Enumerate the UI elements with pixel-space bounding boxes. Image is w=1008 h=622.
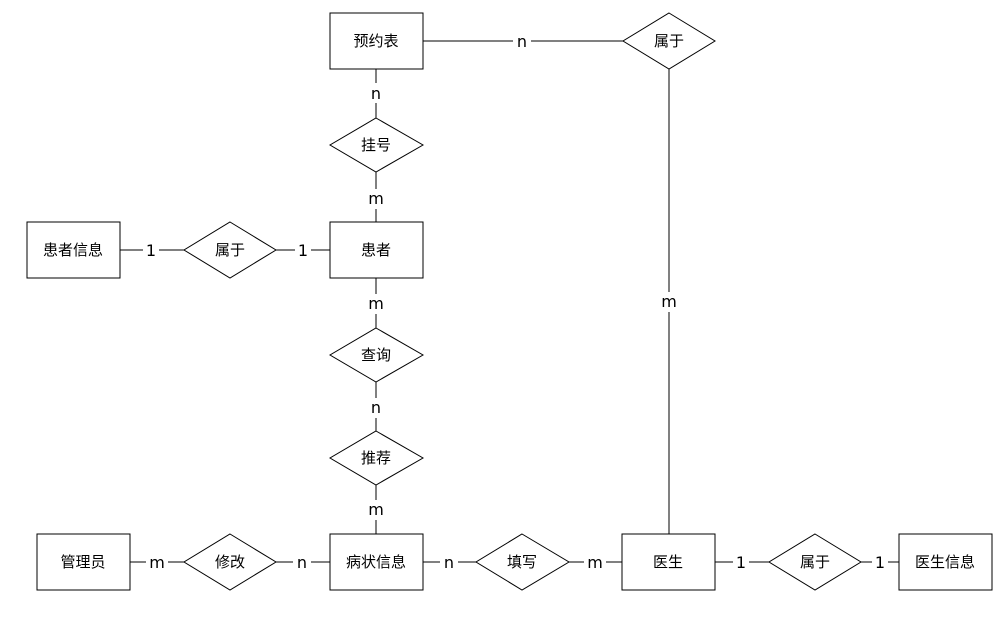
entity-label: 医生信息 — [915, 553, 975, 571]
entity-doctor-info: 医生信息 — [898, 533, 993, 591]
cardinality-label: 1 — [146, 241, 156, 260]
relationship-label: 属于 — [800, 553, 830, 571]
relationship-label: 属于 — [654, 32, 684, 50]
relationship-label: 挂号 — [361, 136, 391, 154]
entity-reservation-table: 预约表 — [329, 12, 424, 70]
relationship-register: 挂号 — [329, 117, 425, 173]
relationship-label: 查询 — [361, 346, 391, 364]
relationship-modify: 修改 — [183, 533, 277, 591]
cardinality-label: n — [517, 32, 527, 51]
cardinality-label: m — [368, 500, 384, 519]
cardinality-label: n — [371, 398, 381, 417]
cardinality-label: 1 — [298, 241, 308, 260]
cardinality-labels: n n m 1 1 m n m m m n n m 1 1 — [143, 31, 888, 572]
cardinality-label: m — [368, 294, 384, 313]
relationship-recommend: 推荐 — [329, 430, 425, 486]
cardinality-label: m — [587, 553, 603, 572]
entity-label: 医生 — [653, 553, 683, 571]
relationship-label: 填写 — [507, 553, 537, 571]
entity-doctor: 医生 — [621, 533, 716, 591]
entity-label: 病状信息 — [346, 553, 406, 571]
entity-label: 预约表 — [353, 32, 398, 50]
cardinality-label: n — [297, 553, 307, 572]
relationship-belongs-doctor: 属于 — [768, 533, 862, 591]
cardinality-label: m — [661, 292, 677, 311]
entity-admin: 管理员 — [36, 533, 131, 591]
cardinality-label: n — [371, 84, 381, 103]
entity-label: 患者信息 — [43, 241, 103, 259]
relationship-label: 修改 — [215, 553, 245, 571]
relationship-label: 推荐 — [361, 449, 391, 467]
entity-patient: 患者 — [329, 221, 424, 279]
entity-label: 患者 — [361, 241, 391, 259]
cardinality-label: 1 — [875, 553, 885, 572]
relationship-query: 查询 — [329, 327, 425, 383]
relationship-belongs-top: 属于 — [622, 12, 716, 70]
entity-label: 管理员 — [60, 553, 105, 571]
entity-patient-info: 患者信息 — [26, 221, 121, 279]
cardinality-label: n — [444, 553, 454, 572]
cardinality-label: m — [368, 189, 384, 208]
relationship-fill-in: 填写 — [475, 533, 570, 591]
entity-symptom-info: 病状信息 — [329, 533, 424, 591]
relationship-label: 属于 — [215, 241, 245, 259]
cardinality-label: m — [149, 553, 165, 572]
relationship-belongs-patient: 属于 — [183, 221, 277, 279]
cardinality-label: 1 — [736, 553, 746, 572]
